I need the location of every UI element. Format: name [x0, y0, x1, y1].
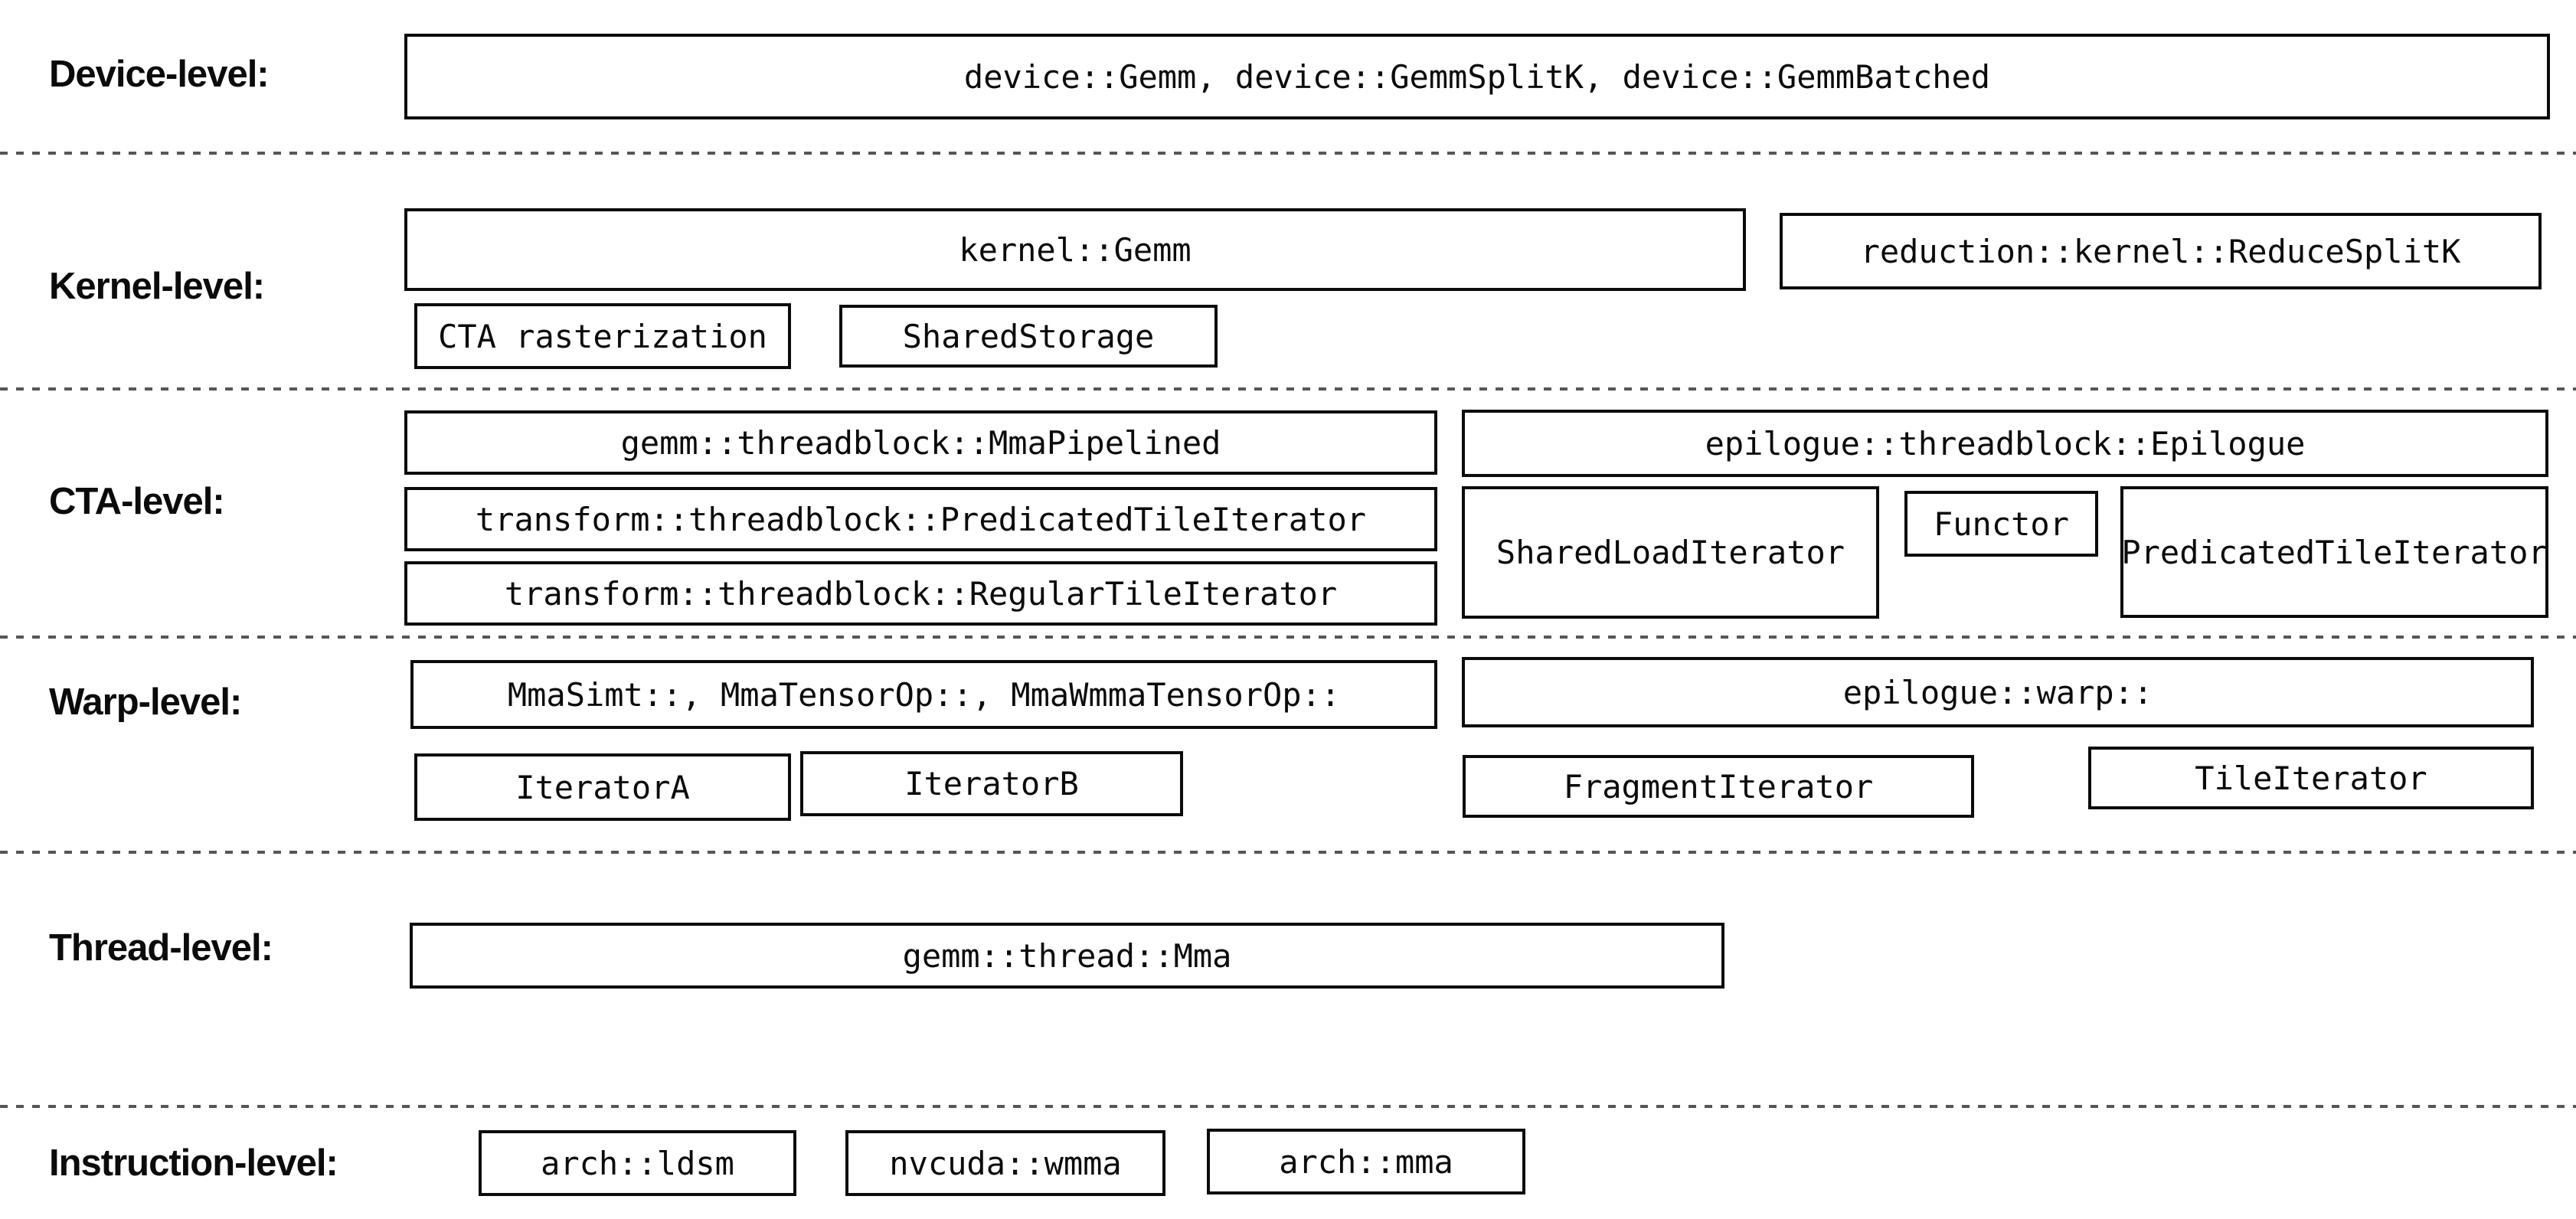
separator-cta-warp	[0, 636, 2576, 639]
warp-level-label: Warp-level:	[49, 681, 242, 723]
box-arch-mma: arch::mma	[1207, 1129, 1525, 1194]
box-arch-ldsm: arch::ldsm	[479, 1130, 796, 1196]
box-epilogue: epilogue::threadblock::Epilogue	[1462, 410, 2548, 477]
separator-device-kernel	[0, 152, 2576, 155]
device-level-label: Device-level:	[49, 54, 270, 95]
box-shared-load-iterator: SharedLoadIterator	[1462, 486, 1879, 619]
kernel-level-label: Kernel-level:	[49, 266, 265, 307]
instruction-level-label: Instruction-level:	[49, 1142, 338, 1184]
box-epilogue-warp: epilogue::warp::	[1462, 657, 2534, 727]
box-cta-rasterization: CTA rasterization	[414, 303, 791, 369]
box-functor: Functor	[1904, 491, 2098, 557]
box-mma-pipelined: gemm::threadblock::MmaPipelined	[404, 410, 1437, 475]
box-iterator-a: IteratorA	[414, 753, 791, 821]
box-reduce-splitk: reduction::kernel::ReduceSplitK	[1780, 213, 2542, 289]
box-kernel-gemm: kernel::Gemm	[404, 208, 1746, 291]
box-nvcuda-wmma: nvcuda::wmma	[845, 1130, 1165, 1196]
box-iterator-b: IteratorB	[800, 751, 1183, 816]
box-shared-storage: SharedStorage	[839, 305, 1218, 368]
thread-level-label: Thread-level:	[49, 927, 273, 969]
box-regular-tile-iterator: transform::threadblock::RegularTileItera…	[404, 561, 1437, 626]
cta-level-label: CTA-level:	[49, 481, 225, 522]
box-epilogue-predicated-tile-iterator: PredicatedTileIterator	[2120, 486, 2548, 618]
box-predicated-tile-iterator: transform::threadblock::PredicatedTileIt…	[404, 487, 1437, 551]
separator-warp-thread	[0, 851, 2576, 854]
box-tile-iterator: TileIterator	[2088, 747, 2534, 809]
separator-thread-instruction	[0, 1105, 2576, 1108]
box-device-gemm: device::Gemm, device::GemmSplitK, device…	[404, 34, 2550, 119]
box-fragment-iterator: FragmentIterator	[1463, 755, 1974, 818]
box-warp-mma: MmaSimt::, MmaTensorOp::, MmaWmmaTensorO…	[410, 660, 1437, 729]
box-thread-mma: gemm::thread::Mma	[410, 923, 1724, 989]
separator-kernel-cta	[0, 387, 2576, 391]
